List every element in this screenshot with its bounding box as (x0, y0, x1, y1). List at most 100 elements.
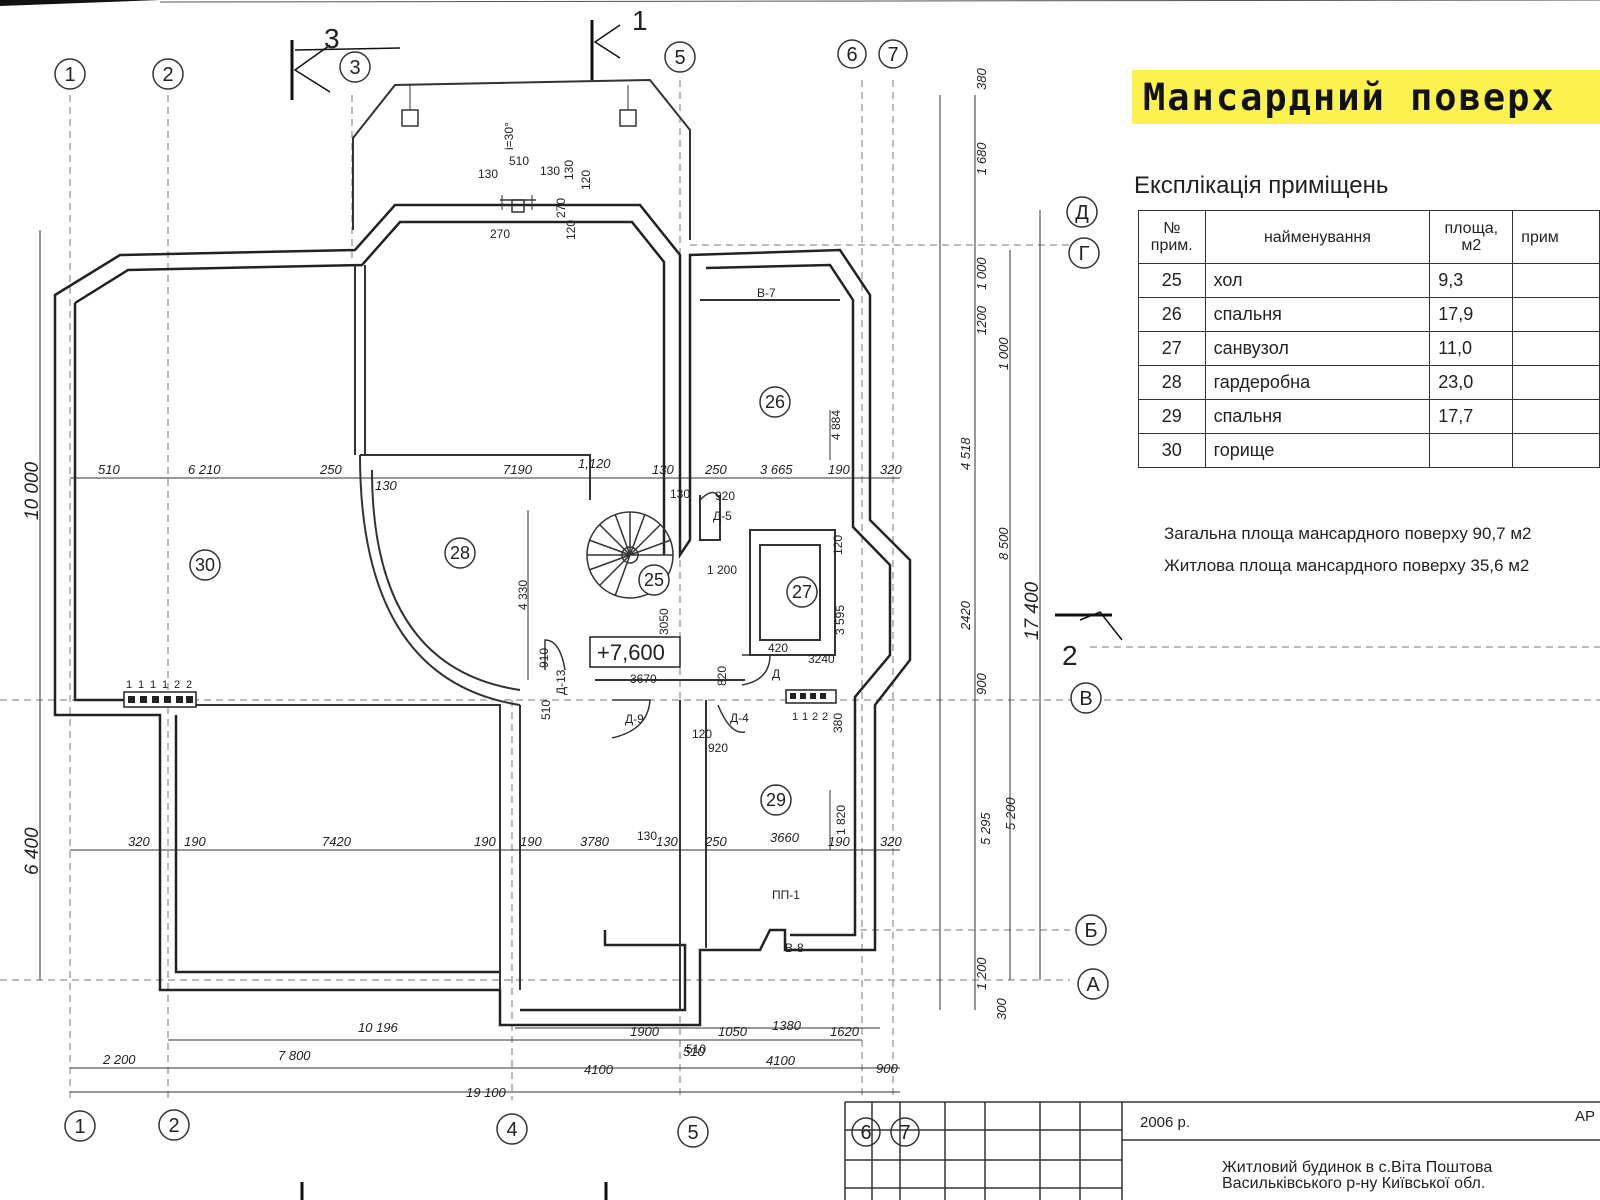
dim-510: 510 (683, 1044, 705, 1059)
dimension-lines (39, 95, 1041, 1093)
dim-l-320: 320 (128, 834, 150, 849)
axis-top-5: 5 (674, 47, 685, 69)
header-num: № прим. (1138, 210, 1206, 264)
dim-r-1200b: 1 200 (974, 957, 989, 990)
axis-top-7: 7 (887, 44, 898, 66)
dim-i-920a: 920 (715, 489, 735, 503)
vent-block-left (123, 691, 197, 708)
total-area-note: Загальна площа мансардного поверху 90,7 … (1164, 524, 1532, 543)
vent-label: 1 (150, 679, 156, 691)
dim-t-130b: 130 (540, 164, 560, 178)
room-area: 17,7 (1429, 399, 1514, 434)
door-swings (544, 491, 771, 739)
door-d: Д (772, 667, 780, 681)
table-row: 28 гардеробна 23,0 (1138, 365, 1600, 400)
axis-top-3: 3 (349, 57, 360, 79)
title-highlight (1132, 70, 1600, 124)
table-row: 29 спальня 17,7 (1138, 399, 1600, 434)
room-name: спальня (1204, 297, 1431, 332)
dim-1050: 1050 (718, 1024, 748, 1039)
vent-label: 2 (186, 679, 192, 691)
room-26-label: 26 (765, 392, 785, 412)
dim-t-270a: 270 (490, 227, 510, 241)
room-name: спальня (1204, 399, 1431, 434)
room-num: 30 (1138, 433, 1206, 468)
room-name: горище (1204, 433, 1431, 468)
axis-bottom-5: 5 (687, 1122, 698, 1144)
axis-bottom-2: 2 (168, 1115, 179, 1137)
dim-i-120b: 120 (692, 727, 712, 741)
axis-bottom-6: 6 (860, 1122, 871, 1144)
dim-r-1000b: 1 000 (996, 337, 1011, 370)
room-name: хол (1204, 263, 1431, 298)
stamp-project-name: Житловий будинок в с.Віта Поштова Василь… (1222, 1160, 1492, 1192)
section-mark-2-label: 2 (1062, 640, 1078, 671)
axis-right-d: Д (1075, 202, 1089, 224)
room-num: 25 (1138, 263, 1206, 298)
room-area: 11,0 (1429, 331, 1514, 366)
dim-l-190c: 190 (520, 834, 542, 849)
header-name: найменування (1204, 210, 1431, 264)
room-num: 26 (1138, 297, 1206, 332)
axis-right-h: Г (1079, 243, 1090, 265)
door-d4: Д-4 (730, 711, 749, 725)
dim-r-5200: 5 200 (1003, 797, 1018, 830)
window-v8: В-8 (785, 941, 804, 955)
dim-l-3660: 3660 (770, 830, 800, 845)
door-d9: Д-9 (625, 712, 644, 726)
dim-i-910: 910 (537, 648, 551, 668)
axis-top-2: 2 (162, 64, 173, 86)
dim-l-190d: 190 (828, 834, 850, 849)
dim-4100b: 4100 (766, 1053, 796, 1068)
table-row: 30 горище (1138, 433, 1600, 468)
dim-r-5295: 5 295 (978, 812, 993, 845)
room-num: 29 (1138, 399, 1206, 434)
vent-label: 2 (812, 711, 818, 723)
room-25-label: 25 (644, 570, 664, 590)
dim-u-250b: 250 (704, 462, 727, 477)
dim-1900: 1900 (630, 1024, 660, 1039)
dim-i-4330: 4 330 (516, 580, 530, 610)
room-name: санвузол (1204, 331, 1431, 366)
header-note: прим (1512, 210, 1600, 264)
room-area: 17,9 (1429, 297, 1514, 332)
spiral-staircase (586, 511, 674, 599)
dim-u-190: 190 (828, 462, 850, 477)
axis-bottom-4: 4 (506, 1119, 517, 1141)
section-mark-3 (290, 40, 401, 100)
dim-i-4884: 4 884 (829, 410, 843, 440)
stamp-sheet: АР (1575, 1108, 1596, 1125)
dim-2200: 2 200 (102, 1052, 136, 1067)
room-name: гардеробна (1204, 365, 1431, 400)
room-note (1512, 365, 1600, 400)
room-30-label: 30 (195, 555, 215, 575)
living-area-note: Житлова площа мансардного поверху 35,6 м… (1164, 556, 1530, 575)
room-28-label: 28 (450, 543, 470, 563)
section-mark-3-label: 3 (324, 23, 340, 54)
room-area (1429, 433, 1514, 468)
page-title: Мансардний поверх (1143, 76, 1556, 119)
room-area: 23,0 (1429, 365, 1514, 400)
room-note (1512, 433, 1600, 468)
dim-v-17400: 17 400 (1022, 581, 1043, 640)
dim-1380: 1380 (772, 1018, 802, 1033)
axis-top-1: 1 (64, 64, 75, 86)
dim-r-2420: 2420 (958, 600, 973, 631)
level-mark-box (589, 636, 681, 668)
dim-t-120a: 120 (579, 170, 593, 190)
room-num: 28 (1138, 365, 1206, 400)
dim-4100a: 4100 (584, 1062, 614, 1077)
dim-u-130b: 130 (652, 462, 674, 477)
axis-right-b: Б (1084, 920, 1097, 942)
dim-u-510: 510 (98, 462, 120, 477)
dim-l-190: 190 (184, 834, 206, 849)
dim-i-130a: 130 (670, 487, 690, 501)
dim-7800: 7 800 (278, 1048, 311, 1063)
dim-u-130: 130 (375, 478, 397, 493)
door-d13: Д-13 (554, 669, 568, 695)
axis-top-6: 6 (846, 44, 857, 66)
dim-r-1200: 1200 (974, 305, 989, 335)
vent-label: 1 (138, 679, 144, 691)
room-29-label: 29 (766, 790, 786, 810)
